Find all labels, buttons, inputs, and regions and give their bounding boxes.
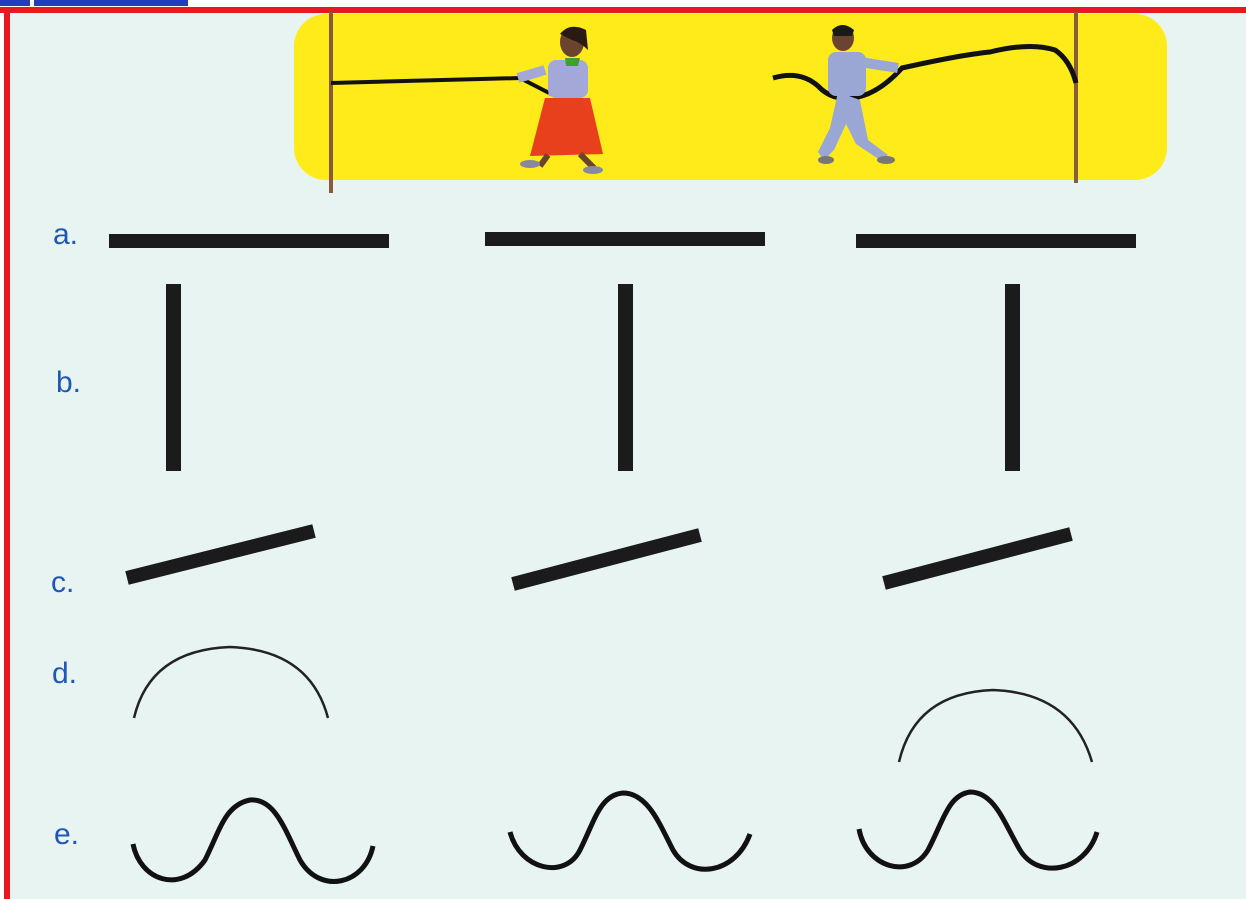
row-label-a: a. — [53, 218, 78, 252]
row-c-bar-3 — [884, 534, 1071, 583]
row-d-arc-1 — [134, 647, 328, 718]
row-a-bar-2 — [485, 232, 765, 246]
row-label-d: d. — [52, 657, 77, 691]
row-b-bar-3 — [1005, 284, 1020, 471]
row-c-bar-2 — [513, 535, 700, 584]
row-a-bar-1 — [109, 234, 389, 248]
row-c-bar-1 — [127, 531, 314, 578]
row-b-bar-2 — [618, 284, 633, 471]
row-label-e: e. — [54, 818, 79, 852]
row-d-arc-2 — [899, 690, 1092, 762]
row-e-wave-1 — [133, 800, 373, 882]
row-b-bar-1 — [166, 284, 181, 471]
row-e-wave-3 — [859, 792, 1097, 868]
row-e-wave-2 — [510, 793, 750, 869]
row-label-b: b. — [56, 366, 81, 400]
girl-figure-icon — [518, 27, 603, 174]
row-a-bar-3 — [856, 234, 1136, 248]
wavy-rope — [773, 46, 1076, 98]
row-label-c: c. — [51, 566, 74, 600]
